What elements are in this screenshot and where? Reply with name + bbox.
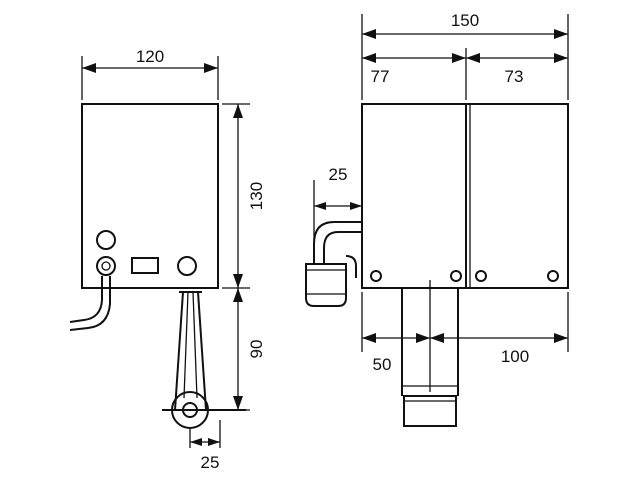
belt-inner-right	[192, 291, 198, 399]
arrow-head	[362, 333, 376, 343]
arrow-head	[233, 274, 243, 288]
front-housing	[81, 103, 219, 289]
right-knob-icon	[177, 256, 197, 276]
arrow-head	[208, 438, 220, 446]
cable-gland-icon	[96, 256, 116, 276]
dim-label-shaft-right: 100	[501, 347, 529, 366]
arrow-head	[362, 29, 376, 39]
screw-hole-icon	[370, 270, 382, 282]
arrow-head	[554, 53, 568, 63]
arrow-head	[430, 333, 444, 343]
display-window	[131, 257, 159, 274]
arrow-head	[233, 396, 243, 410]
arrow-head	[554, 333, 568, 343]
side-view: 150 77 73 25 50 100	[305, 11, 569, 427]
shaft-foot	[403, 395, 457, 427]
screw-hole-icon	[475, 270, 487, 282]
belt-left	[174, 291, 184, 411]
arrow-head	[314, 202, 326, 210]
belt-inner-left	[183, 291, 189, 399]
dim-label-lower-height: 90	[247, 340, 266, 359]
upper-knob-icon	[96, 230, 116, 250]
arrow-head	[233, 288, 243, 302]
arrow-head	[350, 202, 362, 210]
screw-hole-icon	[547, 270, 559, 282]
arrow-head	[233, 104, 243, 118]
nozzle-clip	[345, 255, 357, 278]
front-view: 120 130 90 25	[69, 47, 266, 472]
nozzle-cap	[305, 263, 347, 307]
dim-label-right-part: 73	[505, 67, 524, 86]
bent-pipe-inner	[323, 231, 362, 264]
screw-hole-icon	[450, 270, 462, 282]
bent-pipe	[313, 221, 362, 264]
arrow-head	[82, 63, 96, 73]
dim-label-body-height: 130	[247, 182, 266, 210]
power-cable-inner	[69, 276, 111, 331]
arrow-head	[452, 53, 466, 63]
dim-label-pulley-width: 25	[201, 453, 220, 472]
arrow-head	[466, 53, 480, 63]
arrow-head	[362, 53, 376, 63]
dim-label-pipe-offset: 25	[329, 165, 348, 184]
arrow-head	[416, 333, 430, 343]
dim-label-total-width: 150	[451, 11, 479, 30]
power-cable	[69, 276, 103, 323]
dim-label-shaft-left: 50	[373, 355, 392, 374]
arrow-head	[190, 438, 202, 446]
cable-gland-inner-icon	[101, 261, 111, 271]
arrow-head	[204, 63, 218, 73]
arrow-head	[554, 29, 568, 39]
dim-label-width: 120	[136, 47, 164, 66]
dim-label-left-part: 77	[371, 67, 390, 86]
belt-right	[197, 291, 207, 411]
